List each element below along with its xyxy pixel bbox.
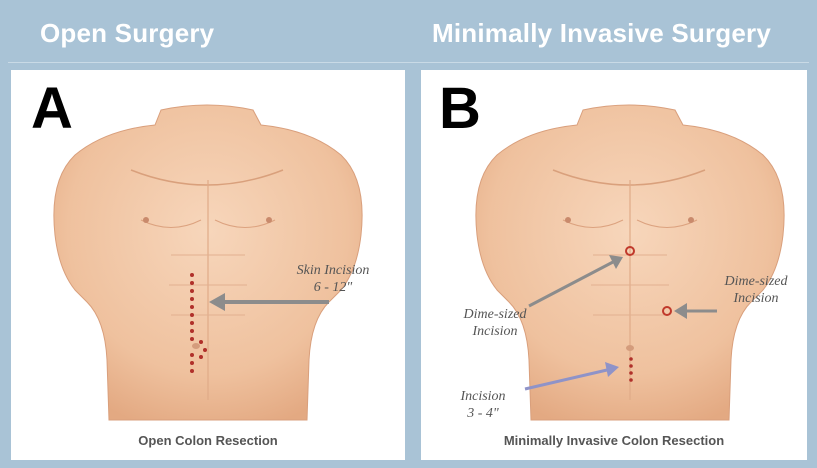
- lower-incision-label-line2: 3 - 4": [443, 405, 523, 422]
- panel-b-letter: B: [439, 80, 481, 138]
- side-dime-label-line2: Incision: [707, 290, 805, 307]
- side-dime-incision-label: Dime-sized Incision: [707, 273, 805, 307]
- panel-minimally-invasive: B Dime-sized Incision Dime-sized Incisio…: [421, 70, 807, 460]
- upper-dime-incision-label: Dime-sized Incision: [443, 306, 547, 340]
- side-dime-label-line1: Dime-sized: [707, 273, 805, 290]
- upper-dime-label-line1: Dime-sized: [443, 306, 547, 323]
- panel-b-caption: Minimally Invasive Colon Resection: [421, 433, 807, 448]
- skin-incision-label-line1: Skin Incision: [273, 262, 393, 279]
- open-surgery-title: Open Surgery: [40, 18, 214, 49]
- header-divider: [8, 62, 809, 63]
- skin-incision-label-line2: 6 - 12": [273, 279, 393, 296]
- lower-incision-label: Incision 3 - 4": [443, 388, 523, 422]
- header-bar: Open Surgery Minimally Invasive Surgery: [0, 0, 817, 62]
- panel-a-caption: Open Colon Resection: [11, 433, 405, 448]
- skin-incision-label: Skin Incision 6 - 12": [273, 262, 393, 296]
- lower-incision-label-line1: Incision: [443, 388, 523, 405]
- panel-open-surgery: A Skin Incision 6 - 12" Open Colon Resec…: [11, 70, 405, 460]
- minimally-invasive-title: Minimally Invasive Surgery: [432, 18, 771, 49]
- panel-a-letter: A: [31, 80, 73, 138]
- upper-dime-label-line2: Incision: [443, 323, 547, 340]
